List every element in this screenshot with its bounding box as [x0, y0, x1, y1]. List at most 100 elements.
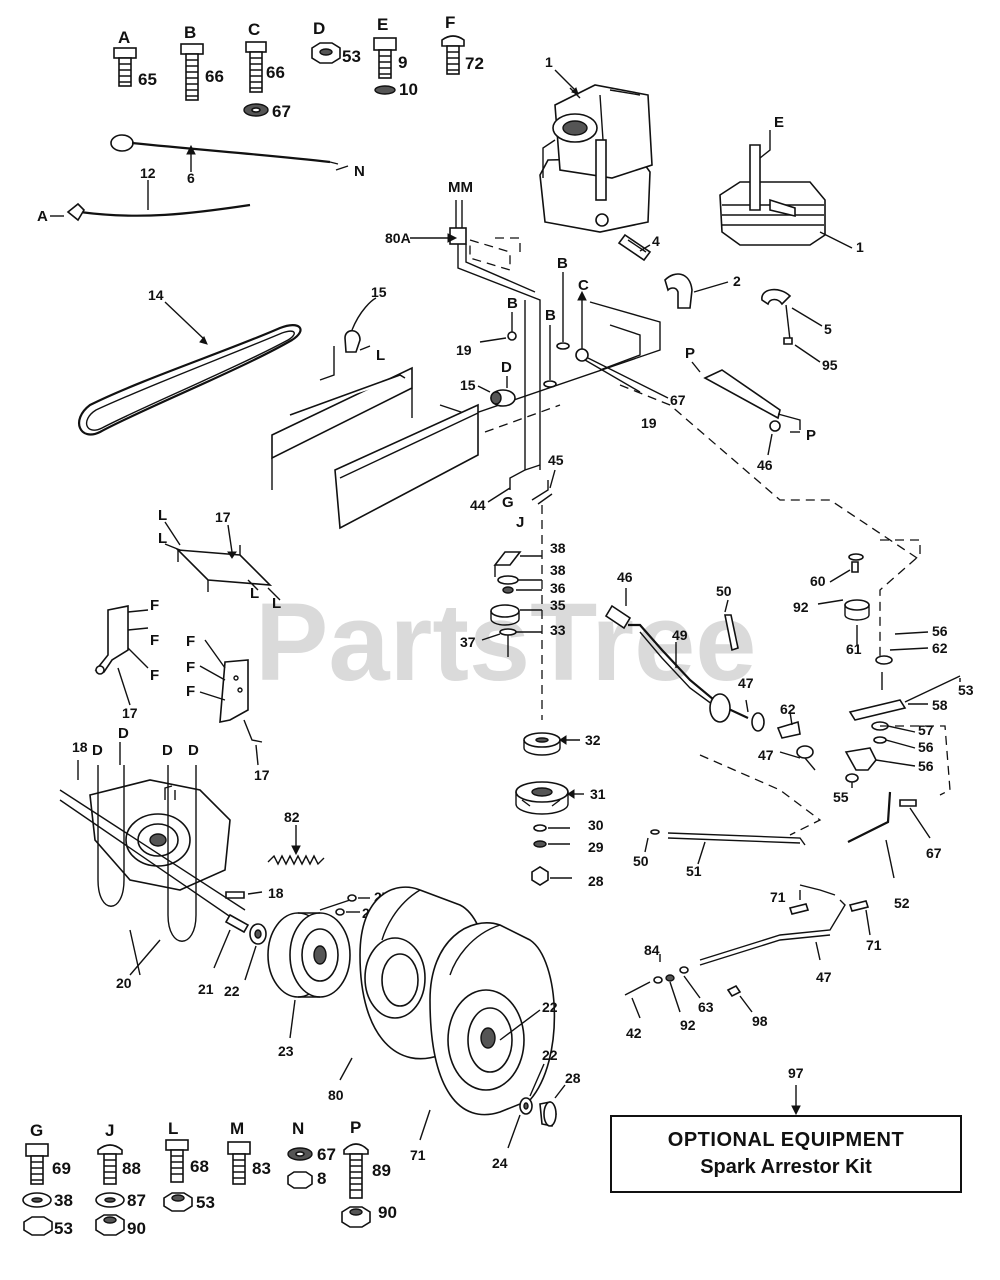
- callout-number: 71: [770, 889, 786, 905]
- callout-number: 1: [856, 239, 864, 255]
- callout-number: 71: [410, 1147, 426, 1163]
- hardware-num: 90: [378, 1203, 397, 1222]
- idler-stack: [490, 551, 522, 657]
- ref-letter: D: [188, 742, 199, 759]
- callout-number: 95: [822, 357, 838, 373]
- arm-part-57: [844, 655, 961, 783]
- callout-number: 4: [652, 233, 660, 249]
- pulley-part-61: [844, 553, 870, 621]
- hardware-letter-c: C: [248, 20, 260, 39]
- callout-number: 31: [590, 786, 606, 802]
- callout-number: 50: [716, 583, 732, 599]
- callout-number: 71: [866, 937, 882, 953]
- callout-number: 19: [456, 342, 472, 358]
- callout-number: 29: [588, 839, 604, 855]
- hardware-letter-l: L: [168, 1119, 178, 1138]
- ref-letter: L: [158, 530, 167, 547]
- callout-number: 30: [588, 817, 604, 833]
- hardware-num: 72: [465, 54, 484, 73]
- callout-number: 80: [328, 1087, 344, 1103]
- ref-letter: MM: [448, 179, 473, 196]
- optional-equipment-title: OPTIONAL EQUIPMENT: [667, 1129, 905, 1151]
- bolt-f-icon: [441, 35, 465, 75]
- ref-letter: P: [806, 427, 816, 444]
- ref-letter: G: [502, 494, 514, 511]
- callout-number: 42: [626, 1025, 642, 1041]
- ref-letter: J: [516, 514, 524, 531]
- hardware-letter-m: M: [230, 1119, 244, 1138]
- callout-number: 98: [752, 1013, 768, 1029]
- callout-number: 49: [672, 627, 688, 643]
- hardware-num: 90: [127, 1219, 146, 1238]
- callout-number: 32: [585, 732, 601, 748]
- hardware-num: 68: [190, 1157, 209, 1176]
- hardware-num: 66: [266, 63, 285, 82]
- callout-number: 15: [371, 284, 387, 300]
- hardware-num: 8: [317, 1169, 326, 1188]
- ref-letter: E: [774, 114, 784, 131]
- callout-number: 47: [738, 675, 754, 691]
- ref-letter: D: [92, 742, 103, 759]
- callout-number: 56: [918, 758, 934, 774]
- callout-number: 92: [793, 599, 809, 615]
- ref-letter: A: [37, 208, 48, 225]
- hardware-num: 10: [399, 80, 418, 99]
- ref-letter: F: [186, 633, 195, 650]
- callout-number: 17: [122, 705, 138, 721]
- side-panel-right: [334, 403, 479, 530]
- knob-part-15: [490, 389, 516, 407]
- engine-part-3: [539, 84, 653, 233]
- rod-part-40: G J: [502, 300, 541, 531]
- hardware-num: 9: [398, 53, 407, 72]
- hardware-legend-bottom: G 69 38 53 J 88 87 90 L: [22, 1118, 397, 1238]
- ref-letter: F: [150, 632, 159, 649]
- callout-number: 63: [698, 999, 714, 1015]
- ref-letter: F: [150, 597, 159, 614]
- callout-number: 58: [932, 697, 948, 713]
- ref-letter: N: [354, 163, 365, 180]
- bracket-part-17a: F F F: [94, 597, 159, 684]
- bolt-a-icon: [113, 47, 137, 87]
- callout-number: 28: [565, 1070, 581, 1086]
- bolt-e-icon: [373, 37, 397, 95]
- callout-number: 19: [641, 415, 657, 431]
- rod-part-52: [847, 791, 917, 843]
- callout-number: 23: [278, 1043, 294, 1059]
- callout-number: 20: [116, 975, 132, 991]
- ref-letter: L: [376, 347, 385, 364]
- hardware-letter-j: J: [105, 1121, 114, 1140]
- hardware-letter-d: D: [313, 19, 325, 38]
- ref-letter: F: [186, 659, 195, 676]
- hardware-num: 67: [272, 102, 291, 121]
- hardware-num: 53: [342, 47, 361, 66]
- callout-number: 46: [757, 457, 773, 473]
- callout-number: 67: [670, 392, 686, 408]
- callout-number: 18: [268, 885, 284, 901]
- hardware-num: 87: [127, 1191, 146, 1210]
- ref-letter: F: [186, 683, 195, 700]
- belt-part-14: [78, 324, 302, 436]
- bolt-j-icon: [95, 1144, 125, 1236]
- callout-number: 52: [894, 895, 910, 911]
- callout-number: 22: [224, 983, 240, 999]
- callout-number: 17: [254, 767, 270, 783]
- callout-number: 1: [545, 54, 553, 70]
- callout-number: 45: [548, 452, 564, 468]
- throttle-cables: N 6 A 12: [37, 134, 365, 225]
- callout-number: 97: [788, 1065, 804, 1081]
- callout-number: 15: [460, 377, 476, 393]
- ref-letter: B: [557, 255, 568, 272]
- hardware-letter-f: F: [445, 13, 455, 32]
- hardware-num: 89: [372, 1161, 391, 1180]
- hardware-legend-top: A 65 B 66 C 66 67 D: [113, 13, 484, 121]
- callout-number: 84: [644, 942, 660, 958]
- callout-number: 60: [810, 573, 826, 589]
- bolt-p-icon: [341, 1143, 371, 1228]
- pulley-part-33: [523, 732, 561, 756]
- hardware-letter-n: N: [292, 1119, 304, 1138]
- callout-number: 2: [733, 273, 741, 289]
- shaft-part-48: [604, 604, 765, 732]
- callout-number: 36: [550, 580, 566, 596]
- callout-number: 38: [550, 540, 566, 556]
